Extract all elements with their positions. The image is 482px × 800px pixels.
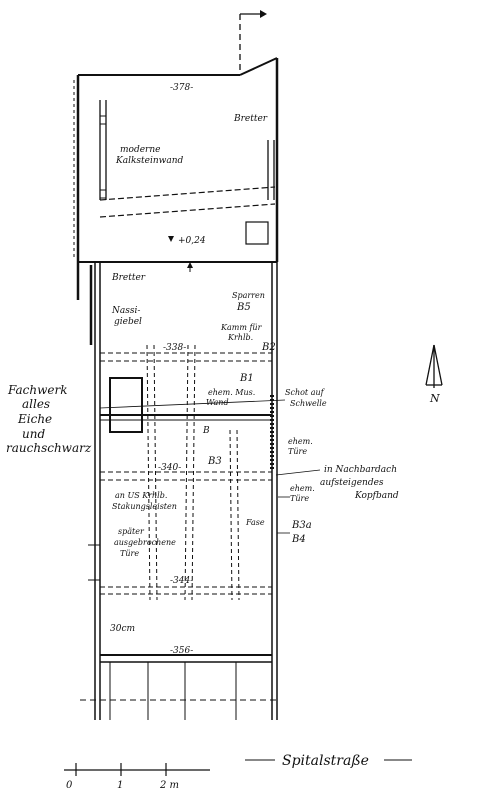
label-nachbar-2: aufsteigendes: [320, 478, 384, 488]
label-spaeter-3: Türe: [120, 549, 139, 558]
label-eiche: Eiche: [17, 412, 52, 426]
label-ehem-mus-wand: Wand: [206, 398, 229, 407]
label-nachbar-3: Kopfband: [354, 491, 399, 501]
leader-lines: [99, 399, 321, 534]
north-arrow: [425, 344, 443, 388]
label-fase: Fase: [245, 518, 265, 527]
timber-frame: [80, 262, 280, 720]
label-alles: alles: [22, 397, 50, 411]
dim-label-356: -356-: [170, 646, 193, 656]
label-ehem-2: ehem.: [290, 484, 315, 493]
dim-label-338: -338-: [163, 343, 186, 353]
street-name: Spitalstraße: [282, 753, 369, 769]
label-sparren: Sparren: [232, 291, 265, 300]
label-krhlb: Krhlb.: [227, 333, 253, 342]
label-nassi: Nassi-: [111, 306, 140, 316]
dim-label-344: -344-: [170, 576, 193, 586]
section-marker-top: [239, 10, 267, 70]
label-bretter-left: Bretter: [111, 273, 146, 283]
scale-bar: [64, 763, 210, 776]
label-moderne: moderne: [120, 145, 160, 155]
label-rauchschwarz: rauchschwarz: [6, 441, 92, 455]
scale-label-1: 1: [117, 780, 123, 791]
label-schwelle: Schwelle: [290, 399, 327, 408]
label-b3a: B3a: [291, 520, 312, 531]
label-fachwerk: Fachwerk: [7, 383, 68, 397]
label-b-mid: B: [202, 426, 210, 436]
label-ehem-1: ehem.: [288, 437, 313, 446]
label-tuere-1: Türe: [288, 447, 307, 456]
dim-label-340: -340-: [158, 463, 181, 473]
label-spaeter-2: ausgebrochene: [114, 538, 176, 547]
label-kamm-fuer: Kamm für: [220, 323, 263, 332]
north-label: N: [429, 392, 440, 405]
label-nachbar-1: in Nachbardach: [324, 465, 397, 475]
label-tuere-2: Türe: [290, 494, 309, 503]
label-schot: Schot auf: [285, 388, 326, 397]
dim-label-378: -378-: [170, 83, 193, 93]
label-giebel: giebel: [114, 317, 142, 327]
label-30cm: 30cm: [110, 624, 135, 634]
scale-label-0: 0: [66, 780, 73, 791]
label-b5: B5: [236, 302, 251, 313]
scale-label-2m: 2 m: [159, 780, 179, 791]
label-an-us: an US Krhlb.: [115, 491, 167, 500]
label-b1: B1: [239, 373, 254, 384]
upper-room: [73, 57, 279, 300]
label-stakungsleisten: Stakungsleisten: [112, 502, 177, 511]
label-level: +0,24: [178, 236, 206, 246]
label-b3: B3: [207, 456, 222, 467]
label-bretter-top: Bretter: [233, 114, 268, 124]
label-kalksteinwand: Kalksteinwand: [115, 156, 184, 166]
label-spaeter-1: später: [118, 527, 145, 536]
label-b2: B2: [261, 342, 276, 353]
label-b4: B4: [291, 534, 306, 545]
label-ehem-mus: ehem. Mus.: [208, 388, 255, 397]
label-und: und: [22, 427, 45, 441]
